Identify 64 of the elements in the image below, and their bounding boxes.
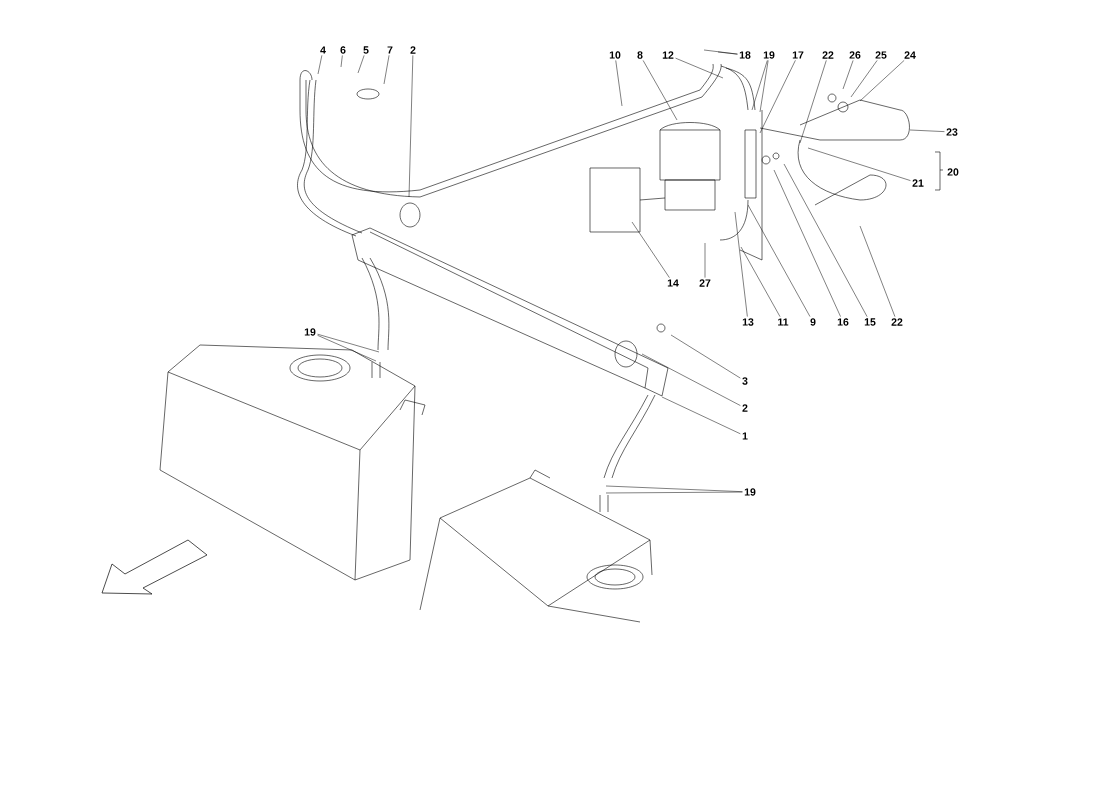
leader-line (773, 169, 841, 317)
callout-number: 26 (849, 51, 861, 59)
callout-number: 9 (810, 318, 816, 326)
callout-number: 17 (792, 51, 804, 59)
callout-number: 21 (912, 179, 924, 187)
leader-line (759, 60, 796, 134)
leader-line (642, 60, 678, 121)
callout-number: 10 (609, 51, 621, 59)
leader-line (859, 60, 905, 102)
leader-line (747, 204, 811, 317)
leader-line (615, 60, 623, 107)
callout-number: 7 (387, 46, 393, 54)
callout-number: 3 (742, 377, 748, 385)
leader-line (717, 51, 738, 55)
leader-line (340, 55, 343, 68)
leader-line (631, 221, 670, 278)
leader-line (704, 242, 706, 278)
leader-line (850, 60, 878, 98)
leader-line (703, 49, 738, 55)
callout-number: 8 (637, 51, 643, 59)
leader-line (734, 211, 748, 317)
callout-number: 27 (699, 279, 711, 287)
callout-number: 25 (875, 51, 887, 59)
leader-line (383, 55, 390, 85)
leader-line (751, 60, 768, 111)
callout-number: 14 (667, 279, 679, 287)
leader-line (675, 57, 724, 79)
callout-number: 23 (946, 128, 958, 136)
callout-number: 19 (763, 51, 775, 59)
callout-number: 2 (410, 46, 416, 54)
callout-number: 22 (891, 318, 903, 326)
callout-number: 13 (742, 318, 754, 326)
leader-line (740, 246, 781, 317)
callout-number: 24 (904, 51, 916, 59)
leader-line (408, 55, 414, 198)
leader-line (357, 55, 365, 74)
callout-number: 20 (947, 168, 959, 176)
leader-line (859, 225, 896, 317)
callout-number: 1 (742, 432, 748, 440)
leader-line (842, 60, 854, 90)
callout-number: 16 (837, 318, 849, 326)
leader-line (909, 129, 945, 132)
leader-line (783, 163, 868, 317)
leader-line (759, 60, 769, 113)
callout-number: 22 (822, 51, 834, 59)
leader-line (661, 396, 741, 435)
callout-number: 19 (744, 488, 756, 496)
leader-line (670, 334, 741, 379)
leader-line (807, 147, 911, 181)
callout-number: 5 (363, 46, 369, 54)
callout-number: 2 (742, 404, 748, 412)
callout-number: 19 (304, 328, 316, 336)
leader-line (317, 333, 380, 353)
leader-line (317, 55, 323, 75)
leader-line (605, 491, 743, 494)
callout-number: 11 (778, 318, 789, 326)
callout-number: 12 (662, 51, 674, 59)
leader-line (317, 335, 377, 362)
callout-number: 6 (340, 46, 346, 54)
leader-line (641, 353, 741, 406)
callout-number: 4 (320, 46, 326, 54)
callout-number: 15 (864, 318, 876, 326)
callout-number: 18 (739, 51, 751, 59)
leader-line (799, 60, 827, 144)
